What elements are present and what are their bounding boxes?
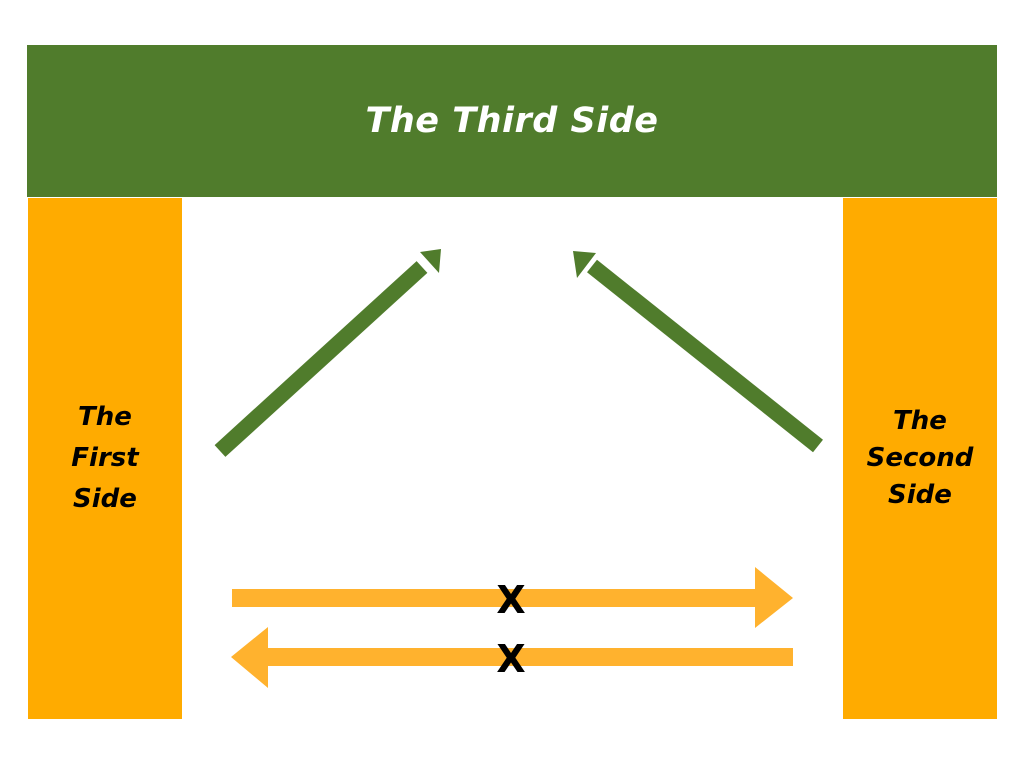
second-to-third-arrow-head bbox=[573, 251, 596, 278]
second-side-label: The Second Side bbox=[867, 403, 974, 514]
first-side-label-line: Side bbox=[73, 484, 137, 514]
first-to-third-arrow bbox=[214, 249, 441, 457]
first-side-label-line: First bbox=[71, 443, 139, 473]
second-side-label-line: Side bbox=[888, 480, 952, 510]
second-side-pillar: The Second Side bbox=[843, 198, 997, 719]
third-side-label: The Third Side bbox=[365, 101, 659, 141]
second-to-third-arrow bbox=[573, 251, 823, 453]
first-to-second-arrow bbox=[232, 567, 793, 628]
second-side-label-line: The bbox=[893, 406, 947, 436]
first-side-label-line: The bbox=[78, 402, 132, 432]
blocked-mark-upper: X bbox=[496, 578, 526, 622]
first-side-pillar: The First Side bbox=[28, 198, 182, 719]
second-to-third-arrow-shaft bbox=[587, 259, 823, 453]
first-to-third-arrow-head bbox=[420, 249, 441, 273]
second-side-label-line: Second bbox=[866, 443, 974, 473]
blocked-mark-lower: X bbox=[496, 637, 526, 681]
first-to-third-arrow-shaft bbox=[214, 261, 428, 457]
third-side-bar: The Third Side bbox=[27, 45, 997, 197]
second-to-first-arrow bbox=[231, 627, 793, 688]
first-side-label: The First Side bbox=[71, 397, 138, 520]
